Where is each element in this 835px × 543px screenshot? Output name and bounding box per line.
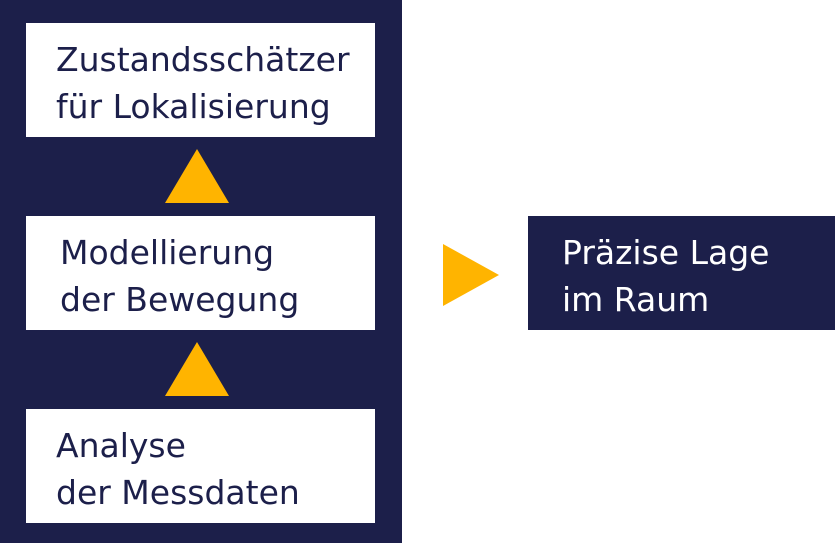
step-box-data-analysis: Analyse der Messdaten bbox=[26, 409, 375, 523]
process-panel: Zustandsschätzer für Lokalisierung Model… bbox=[0, 0, 402, 543]
step-box-state-estimator: Zustandsschätzer für Lokalisierung bbox=[26, 23, 375, 137]
step-label-line2: der Bewegung bbox=[60, 280, 300, 319]
step-label-line2: für Lokalisierung bbox=[56, 87, 331, 126]
arrow-up-icon bbox=[165, 149, 229, 203]
step-box-motion-model: Modellierung der Bewegung bbox=[26, 216, 375, 330]
arrow-right-icon bbox=[443, 244, 499, 306]
arrow-up-icon bbox=[165, 342, 229, 396]
step-label-line1: Zustandsschätzer bbox=[56, 40, 350, 79]
step-label-line1: Modellierung bbox=[60, 233, 275, 272]
step-label-line1: Analyse bbox=[56, 426, 186, 465]
result-label-line2: im Raum bbox=[562, 280, 710, 319]
step-label-line2: der Messdaten bbox=[56, 473, 300, 512]
result-label-line1: Präzise Lage bbox=[562, 233, 770, 272]
result-box: Präzise Lage im Raum bbox=[528, 216, 835, 330]
